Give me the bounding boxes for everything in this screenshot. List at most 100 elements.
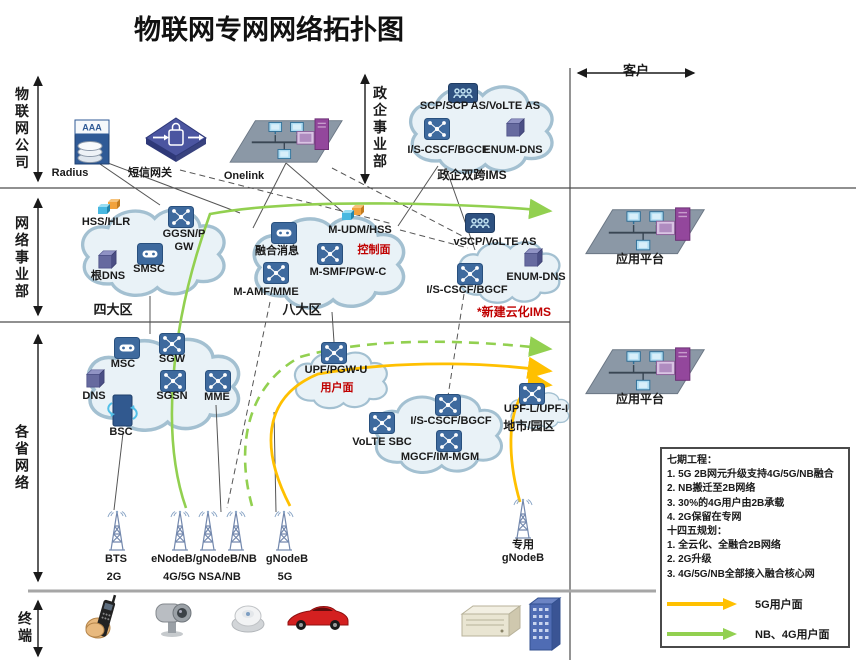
bsc-icon <box>107 394 138 427</box>
bsc-label: BSC <box>109 426 133 438</box>
onelink-platform-icon <box>229 117 344 164</box>
city-park-label: 地市/园区 <box>503 419 555 433</box>
m-udm-hss-label: M-UDM/HSS <box>328 224 392 236</box>
upf-l-label: UPF-L/UPF-I <box>503 403 569 415</box>
sgsn-icon <box>160 370 186 392</box>
fusion-message-icon <box>271 222 297 244</box>
legend-nb4g-arrow-icon <box>667 627 737 640</box>
bts-tower-icon <box>107 510 127 551</box>
legend-phase7-item: 2. NB搬迁至2B网络 <box>667 483 756 495</box>
app-platform-2-icon <box>584 346 706 395</box>
root-dns-label: 根DNS <box>90 270 126 282</box>
m-smf-icon <box>317 243 343 265</box>
dedicated-gnodeb-tower-icon <box>513 498 533 539</box>
cscf-newims-label: I/S-CSCF/BGCF <box>426 284 508 296</box>
enum-dns-newims-label: ENUM-DNS <box>506 271 566 283</box>
sms-gateway-icon <box>145 117 207 162</box>
app-platform-2-label: 应用平台 <box>615 392 665 406</box>
legend-phase7-title: 七期工程： <box>667 455 717 466</box>
gov-ims-caption: 政企双跨IMS <box>437 168 507 182</box>
enum-dns-gov-label: ENUM-DNS <box>483 144 543 156</box>
legend-phase7-item: 4. 2G保留在专网 <box>667 511 742 523</box>
upf-l-icon <box>519 383 545 405</box>
enodeb-tower-1-icon <box>170 510 190 551</box>
mme-label: MME <box>204 391 230 403</box>
legend-plan145-item: 3. 4G/5G/NB全部接入融合核心网 <box>667 568 815 580</box>
sms-gateway-label: 短信网关 <box>128 167 172 179</box>
section-arrows <box>33 68 696 658</box>
cscf-newims-icon <box>457 263 483 285</box>
section-label-province-network: 各省网络 <box>14 424 30 492</box>
enodeb-tower-3-icon <box>226 510 246 551</box>
smsc-icon <box>137 243 163 265</box>
terminal-smoke-detector-icon <box>231 605 265 633</box>
legend-plan145-title: 十四五规划： <box>667 526 727 538</box>
enodeb-tower-2-icon <box>198 510 218 551</box>
section-label-gov-division: 政企事业部 <box>372 85 388 171</box>
sgsn-label: SGSN <box>156 390 188 402</box>
msc-label: MSC <box>110 358 136 370</box>
terminal-handset-icon <box>85 594 117 639</box>
terminal-server-icon <box>460 605 522 637</box>
flow-nb4g-dashed-arrow <box>243 336 553 507</box>
user-plane-label: 用户面 <box>320 382 354 394</box>
mgcf-label: MGCF/IM-MGM <box>400 451 480 463</box>
section-label-iot-company: 物联网公司 <box>14 86 30 172</box>
control-plane-label: 控制面 <box>357 244 391 256</box>
volte-sbc-icon <box>369 412 395 434</box>
ggsn-pgw-label: GGSN/P GW <box>162 228 206 253</box>
radius-label: Radius <box>51 167 89 179</box>
legend-phase7-item: 1. 5G 2B网元升级支持4G/5G/NB融合 <box>667 469 834 481</box>
m-amf-mme-label: M-AMF/MME <box>233 286 299 298</box>
cscf-sbc-icon <box>435 394 461 416</box>
hss-hlr-label: HSS/HLR <box>81 216 131 228</box>
volte-sbc-label: VoLTE SBC <box>352 436 412 448</box>
legend-phase7-item: 3. 30%的4G用户由2B承载 <box>667 497 785 509</box>
vscp-volte-as-label: vSCP/VoLTE AS <box>453 236 537 248</box>
m-smf-pgw-c-label: M-SMF/PGW-C <box>309 266 387 278</box>
mgcf-icon <box>436 430 462 452</box>
gnodeb-tower-icon <box>274 510 294 551</box>
legend-plan145-item: 2. 2G升级 <box>667 554 712 566</box>
legend-box: 七期工程： 1. 5G 2B网元升级支持4G/5G/NB融合 2. NB搬迁至2… <box>660 447 850 648</box>
eight-regions-caption: 八大区 <box>282 302 322 317</box>
connection-lines-solid <box>96 159 476 513</box>
cscf-gov-label: I/S-CSCF/BGCF <box>407 144 489 156</box>
bts-tech-label: 2G <box>106 571 122 583</box>
gnodeb-tech-label: 5G <box>277 571 293 583</box>
dedicated-gnodeb-label: 专用 gNodeB <box>501 539 545 564</box>
ggsn-pgw-icon <box>168 206 194 228</box>
legend-plan145-item: 1. 全云化、全融合2B网络 <box>667 540 781 552</box>
vscp-as-icon <box>465 213 495 233</box>
section-label-network-division: 网络事业部 <box>14 215 30 301</box>
msc-icon <box>114 337 140 359</box>
section-label-terminal: 终端 <box>17 611 33 645</box>
app-platform-1-icon <box>584 206 706 255</box>
radius-server-icon: AAA <box>74 119 110 165</box>
enodeb-label: eNodeB/gNodeB/NB <box>151 553 257 565</box>
sgw-icon <box>159 333 185 355</box>
m-amf-icon <box>263 262 289 284</box>
cscf-sbc-label: I/S-CSCF/BGCF <box>410 415 492 427</box>
legend-nb4g-label: NB、4G用户面 <box>755 628 830 641</box>
smsc-label: SMSC <box>133 263 165 275</box>
base-stations <box>107 498 533 551</box>
onelink-label: Onelink <box>223 170 265 182</box>
bts-label: BTS <box>105 553 127 565</box>
enodeb-tech-label: 4G/5G NSA/NB <box>163 571 241 583</box>
section-divider-lines <box>0 68 856 660</box>
new-cloud-ims-caption: *新建云化IMS <box>476 305 552 319</box>
upf-pgw-u-icon <box>321 342 347 364</box>
dns-label: DNS <box>82 390 106 402</box>
dns-icon <box>86 369 105 388</box>
legend-5g-label: 5G用户面 <box>755 598 803 611</box>
gnodeb-label: gNodeB <box>265 553 309 565</box>
four-regions-caption: 四大区 <box>93 302 133 317</box>
cscf-gov-icon <box>424 118 450 140</box>
flow-5g-arrow-1 <box>269 356 553 507</box>
app-platform-1-label: 应用平台 <box>615 252 665 266</box>
customer-label: 客户 <box>622 63 650 78</box>
terminal-car-icon <box>287 606 349 630</box>
